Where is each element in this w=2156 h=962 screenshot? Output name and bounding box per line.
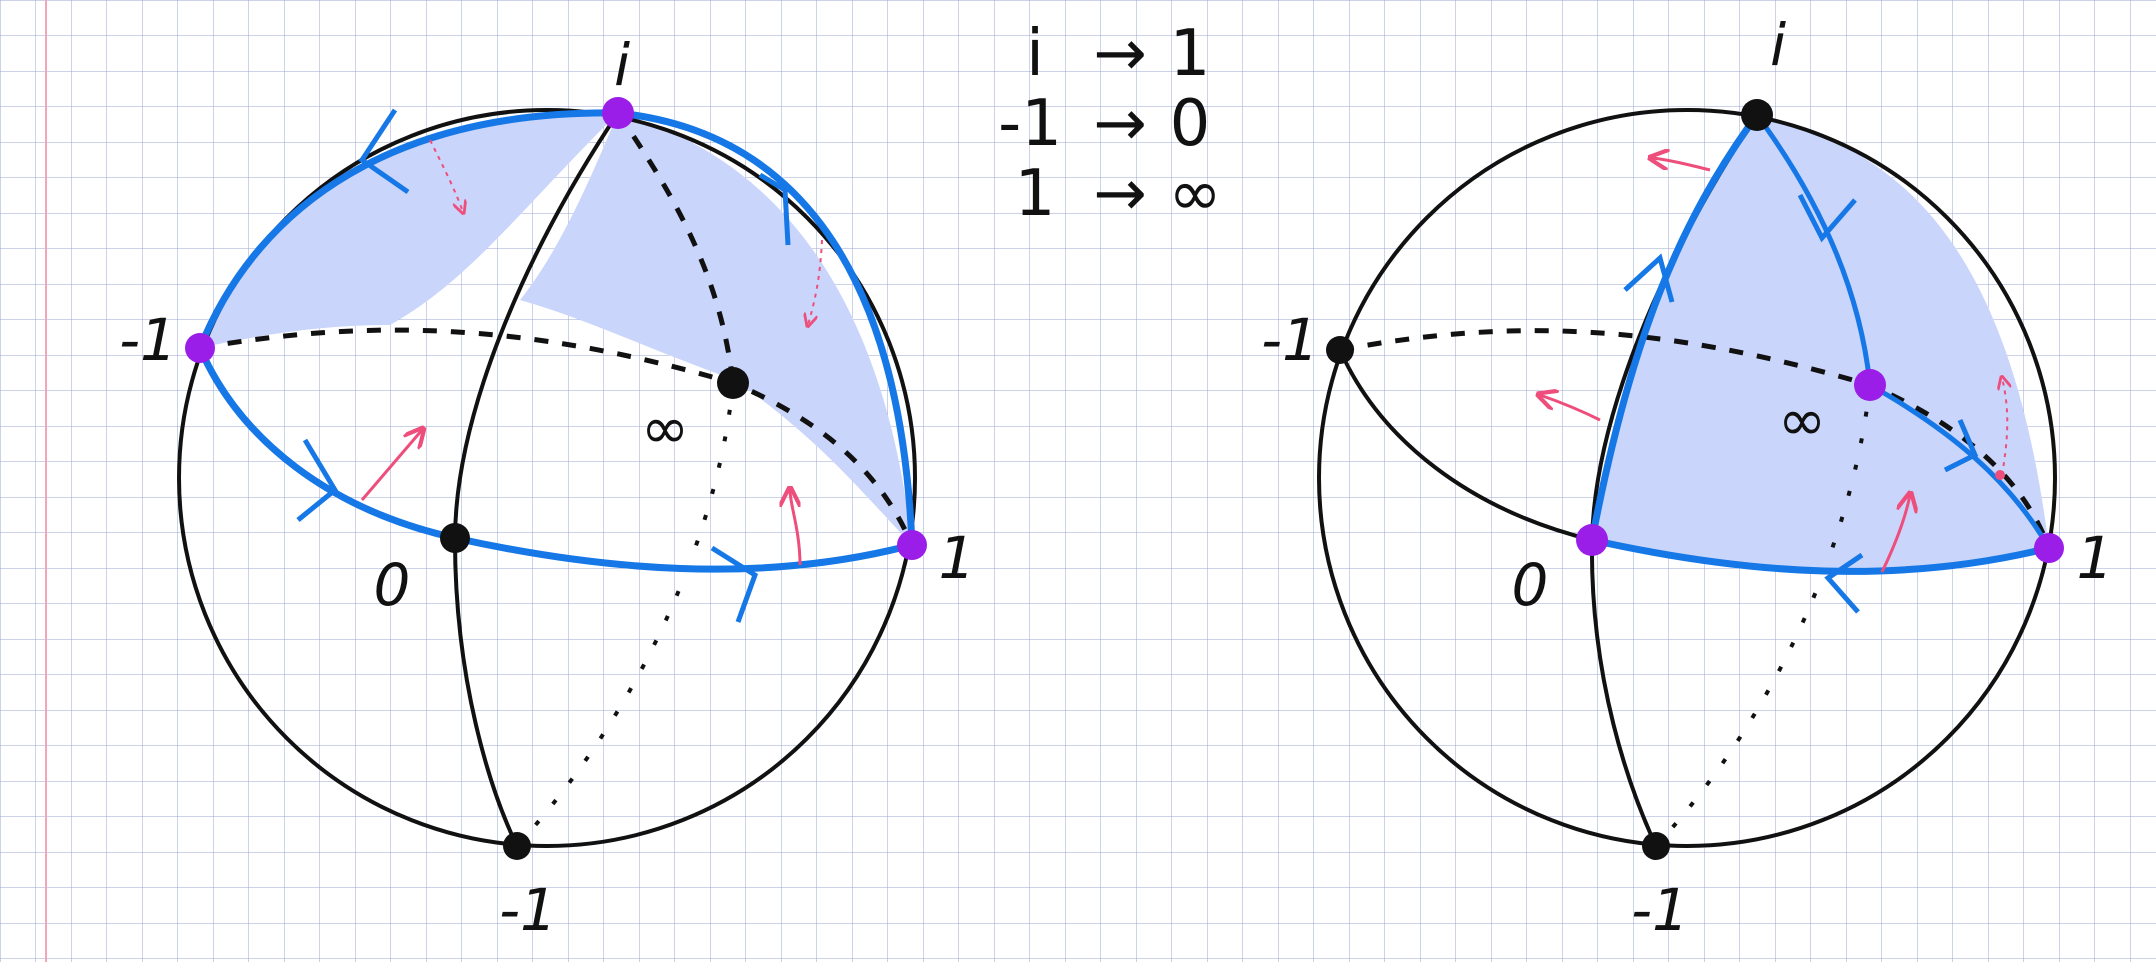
mapping-line-1-to: 1 (1170, 17, 1211, 91)
right-vertex-minus-i (1642, 832, 1670, 860)
left-shaded-region-upper (200, 112, 618, 348)
right-blue-bottom-edge (1591, 536, 2050, 575)
left-label-left: -1 (119, 306, 177, 374)
left-label-right: 1 (939, 524, 976, 592)
left-blue-arrowhead-1 (358, 108, 410, 195)
mapping-line-1-from: i (1026, 17, 1044, 91)
left-vertex-one (897, 530, 927, 560)
right-label-front: 0 (1512, 551, 1549, 619)
left-vertex-minus-one (185, 333, 215, 363)
left-blue-arrowhead-3 (296, 438, 339, 522)
mapping-line-2-arrow: → (1093, 87, 1147, 161)
right-vertex-zero (1576, 524, 1608, 556)
right-pink-arrow-2 (1540, 395, 1601, 422)
left-label-front: 0 (374, 551, 411, 619)
right-pink-arrow-4 (2002, 378, 2007, 476)
right-vertex-infinity (1854, 369, 1886, 401)
mapping-line-3-from: 1 (1015, 157, 1056, 231)
right-pink-dot (1995, 470, 2005, 480)
right-blue-arrowhead-3 (1943, 419, 1979, 473)
right-blue-left-edge (1588, 112, 1760, 541)
left-vertex-minus-i (503, 832, 531, 860)
right-sphere: i -1 1 -1 0 ∞ (1261, 11, 2113, 944)
right-vertex-one (2034, 533, 2064, 563)
right-vertex-minus-one (1326, 336, 1354, 364)
right-blue-arrowhead-2 (1797, 193, 1857, 243)
right-back-meridian-bottom (1654, 384, 1872, 848)
right-vertex-i (1741, 99, 1773, 131)
left-vertex-infinity (717, 367, 749, 399)
right-blue-arrowhead-1 (1623, 253, 1675, 303)
right-pink-arrow-1 (1652, 158, 1711, 172)
left-pink-arrow-1 (360, 430, 422, 501)
right-pink-arrow-3 (1880, 495, 1910, 573)
left-pink-arrow-2 (790, 490, 802, 566)
mapping-line-2-to: 0 (1170, 87, 1211, 161)
left-blue-arrowhead-4 (710, 545, 759, 623)
left-pink-arrow-4 (808, 239, 823, 325)
right-front-equator-left (1338, 349, 1593, 542)
left-label-top: i (614, 31, 630, 99)
mapping-list: i → 1 -1 → 0 1 → ∞ (998, 17, 1222, 231)
right-label-bottom: -1 (1631, 876, 1689, 944)
right-label-right: 1 (2077, 524, 2114, 592)
right-label-back: ∞ (1778, 386, 1826, 454)
left-vertex-zero (440, 523, 470, 553)
right-label-top: i (1770, 11, 1786, 79)
right-sphere-outline (1317, 108, 2057, 848)
right-blue-arrowhead-4 (1824, 552, 1864, 614)
left-sphere: i -1 1 -1 0 ∞ (119, 31, 975, 944)
left-shaded-region-right (520, 113, 912, 545)
right-label-left: -1 (1261, 306, 1319, 374)
left-blue-arrowhead-2 (758, 172, 791, 246)
mapping-line-3-arrow: → (1093, 157, 1147, 231)
mapping-line-2-from: -1 (998, 87, 1062, 161)
left-back-equator (199, 327, 915, 546)
mapping-line-1-arrow: → (1093, 17, 1147, 91)
right-shaded-region (1590, 115, 2049, 572)
left-vertex-i (602, 97, 634, 129)
mapping-line-3-to: ∞ (1168, 157, 1221, 231)
left-label-bottom: -1 (499, 876, 557, 944)
left-back-meridian-top (615, 111, 736, 384)
left-sphere-outline (177, 108, 917, 848)
left-pink-arrow-3 (429, 139, 463, 212)
left-label-back: ∞ (641, 394, 689, 462)
